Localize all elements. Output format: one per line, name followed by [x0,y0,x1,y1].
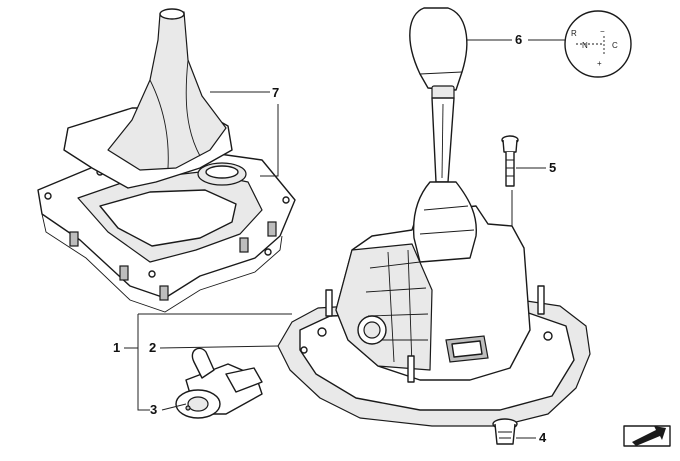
gear-boot-frame-assembly [37,8,296,313]
callout-3: 3 [150,402,158,417]
callout-1: 1 [113,340,121,355]
shift-label-plus: + [597,59,602,68]
direction-arrow-icon [623,425,671,447]
leader-lines [124,39,566,439]
shift-pattern-badge: R N C − + [564,10,632,78]
boot-frame-opening [99,189,237,247]
callout-2: 2 [149,340,157,355]
callout-7: 7 [272,85,280,100]
gear-boot [107,11,227,171]
callout-5: 5 [549,160,557,175]
gear-knob [409,7,468,101]
shift-housing-assembly [277,181,591,427]
callout-6: 6 [515,32,523,47]
shift-sensor [175,347,263,419]
callout-4: 4 [539,430,547,445]
shift-label-minus: − [600,27,605,36]
shift-label-center: C [612,41,618,50]
small-bolt [492,418,518,445]
gear-lever-shaft [431,97,455,183]
shift-label-reverse: R [571,29,577,38]
shift-label-neutral: N [582,41,588,50]
long-bolt [501,135,519,187]
